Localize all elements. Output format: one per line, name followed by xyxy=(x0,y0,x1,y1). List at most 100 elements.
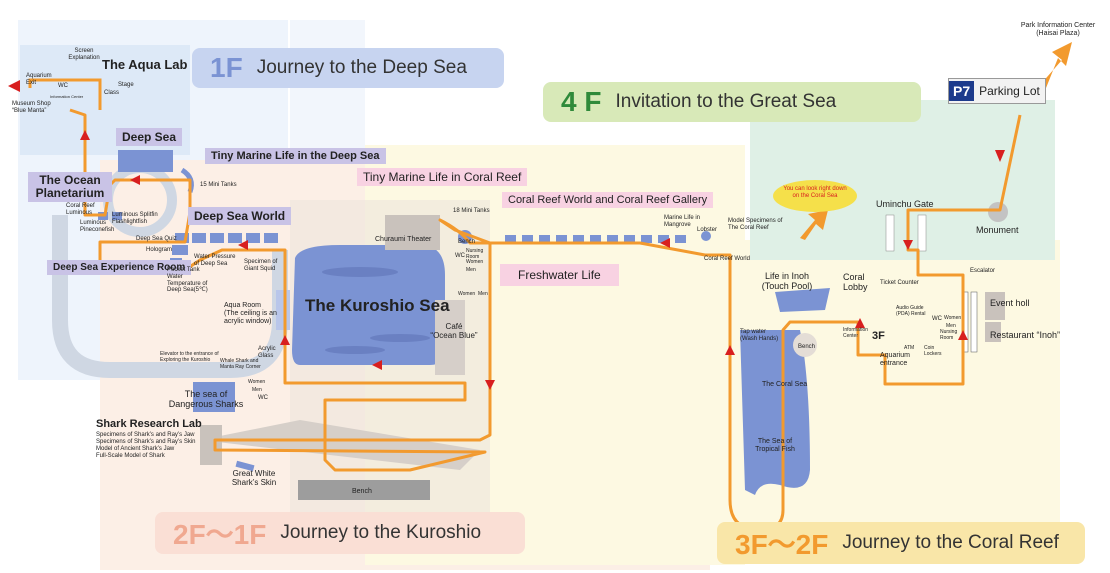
route-arrow-10 xyxy=(238,240,248,250)
nursing-room-3f: Nursing Room xyxy=(940,329,958,341)
coral-lobby: Coral Lobby xyxy=(843,272,868,292)
band-3f-2f: 3F〜2F Journey to the Coral Reef xyxy=(717,522,1085,564)
restaurant-block xyxy=(985,322,1001,342)
shark-lab: Shark Research Lab xyxy=(96,418,202,430)
route-arrow-2 xyxy=(903,240,913,250)
band-2f-1f-title: Journey to the Kuroshio xyxy=(280,522,482,543)
luminous-splitfin: Luminous Splitfin Flashlightfish xyxy=(112,212,158,225)
park-info-center: Park Information Center (Haisai Plaza) xyxy=(1008,22,1108,37)
aquarium-exit: Aquarium Exit xyxy=(26,73,52,86)
women-mid: Women xyxy=(466,259,484,265)
bench-3f: Bench xyxy=(798,344,816,350)
zone-freshwater: Freshwater Life xyxy=(500,264,619,286)
churaumi-theater xyxy=(385,215,440,250)
band-3f-2f-number: 3F〜2F xyxy=(735,529,829,560)
ramp-lower xyxy=(200,420,480,470)
route-arrow-11 xyxy=(130,175,140,185)
lobster-label: Lobster xyxy=(697,227,718,233)
nursing-room-mid: Nursing Room xyxy=(466,248,484,260)
giant-squid: Specimen of Giant Squid xyxy=(244,259,278,272)
cr-tank-7 xyxy=(607,235,618,243)
info-center-aqua: Information Center xyxy=(50,94,84,99)
water-temp: Water Temperature of Deep Sea(5℃) xyxy=(167,274,208,294)
coral-reef-luminous: Coral Reef Luminous xyxy=(66,203,95,216)
route-arrow-9 xyxy=(280,335,290,345)
uminchu-gate: Uminchu Gate xyxy=(876,199,934,209)
women-mid-2: Women xyxy=(458,291,476,297)
cr-tank-4 xyxy=(556,235,567,243)
cr-tank-2 xyxy=(522,235,533,243)
bench-label-lower: Bench xyxy=(352,488,372,495)
ds-tank-2 xyxy=(210,233,224,243)
class-label: Class xyxy=(104,90,120,96)
tropical-fish-label: The Sea of Tropical Fish xyxy=(755,438,795,453)
zone-tiny-coral: Tiny Marine Life in Coral Reef xyxy=(357,168,528,186)
coral-sea-tank xyxy=(740,330,810,495)
zone-deep-sea: Deep Sea xyxy=(116,128,183,146)
white-shark-skin xyxy=(235,460,255,472)
men-2f: Men xyxy=(252,387,262,393)
floor-3f-label: 3F xyxy=(872,330,885,342)
cr-tank-11 xyxy=(675,235,686,243)
atm-label: ATM xyxy=(904,345,915,351)
cr-tank-5 xyxy=(573,235,584,243)
shark-spec-3: Model of Ancient Shark’s Jaw xyxy=(96,446,175,452)
shark-silhouette-3 xyxy=(325,346,385,354)
info-center-3f: Information Center xyxy=(843,327,869,339)
planetarium-label: The Ocean Planetarium xyxy=(35,173,105,201)
deep-sea-tank xyxy=(118,150,173,172)
lobster-tank xyxy=(701,231,711,241)
women-3f: Women xyxy=(944,315,962,321)
bench-mid: Bench xyxy=(458,239,476,245)
band-4f-number: 4 F xyxy=(561,86,602,117)
deep-sea-quiz-tank xyxy=(175,233,189,243)
lumi-tank-2 xyxy=(112,212,122,220)
escalator: Escalator xyxy=(970,268,996,274)
route-arrow-5 xyxy=(725,345,735,355)
coin-lockers: Coin Lockers xyxy=(924,345,942,357)
museum-shop: Museum Shop “Blue Manta” xyxy=(12,101,51,114)
route-arrow-6 xyxy=(660,238,670,248)
great-white-skin: Great White Shark’s Skin xyxy=(231,469,277,487)
band-3f-2f-title: Journey to the Coral Reef xyxy=(842,532,1059,553)
route-arrow-3 xyxy=(958,330,968,340)
life-inoh-line: Life in Inoh xyxy=(764,271,810,281)
model-coral: Model Specimens of The Coral Reef xyxy=(728,218,783,231)
zone-planetarium: The Ocean Planetarium xyxy=(28,172,112,203)
uminchu-gate-right xyxy=(917,214,927,252)
route-arrow-12 xyxy=(80,130,90,140)
look-down-arrow xyxy=(800,210,828,240)
churaumi-theater-label: Churaumi Theater xyxy=(375,236,432,243)
park-info-line2: (Haisai Plaza) xyxy=(1036,29,1080,37)
aquarium-entrance: Aquarium entrance xyxy=(880,352,910,367)
men-mid: Men xyxy=(466,267,476,273)
band-1f: 1F Journey to the Deep Sea xyxy=(192,48,504,88)
men-mid-2: Men xyxy=(478,291,488,297)
route-arrow-1 xyxy=(995,150,1005,162)
cr-tank-10 xyxy=(658,235,669,243)
escalator-bar-2 xyxy=(970,291,978,353)
zone-coral-world: Coral Reef World and Coral Reef Gallery xyxy=(502,192,714,208)
band-4f: 4 F Invitation to the Great Sea xyxy=(543,82,921,122)
cafe-label: Café “Ocean Blue” xyxy=(424,322,484,341)
acrylic-glass: Acrylic Glass xyxy=(258,346,276,359)
park-info-arrow xyxy=(1040,42,1072,88)
parking-lot[interactable]: P7 Parking Lot xyxy=(948,78,1046,104)
zone-deep-sea-world: Deep Sea World xyxy=(188,207,292,225)
band-2f-1f: 2F〜1F Journey to the Kuroshio xyxy=(155,512,525,554)
outdoor-zone xyxy=(750,100,1055,260)
look-down-note: You can look right down on the Coral Sea xyxy=(783,186,847,199)
exit-arrow xyxy=(8,80,20,92)
touch-pool-line: (Touch Pool) xyxy=(761,280,813,291)
water-pressure: Water Pressure of Deep Sea xyxy=(194,254,236,267)
luminous-pinecone: Luminous Pineconefish xyxy=(80,220,115,233)
shark-spec-1: Specimens of Shark’s and Ray’s Jaw xyxy=(96,432,195,438)
elevator-label: Elevator to the entrance of Exploring th… xyxy=(160,351,219,363)
event-hall: Event holl xyxy=(990,298,1030,308)
visitor-route xyxy=(69,108,1022,532)
whale-manta-corner: Whale Shark and Manta Ray Corner xyxy=(220,358,261,370)
kuroshio-sea-label: The Kuroshio Sea xyxy=(305,296,450,315)
coral-sea-label: The Coral Sea xyxy=(762,381,808,388)
cr-tank-8 xyxy=(624,235,635,243)
